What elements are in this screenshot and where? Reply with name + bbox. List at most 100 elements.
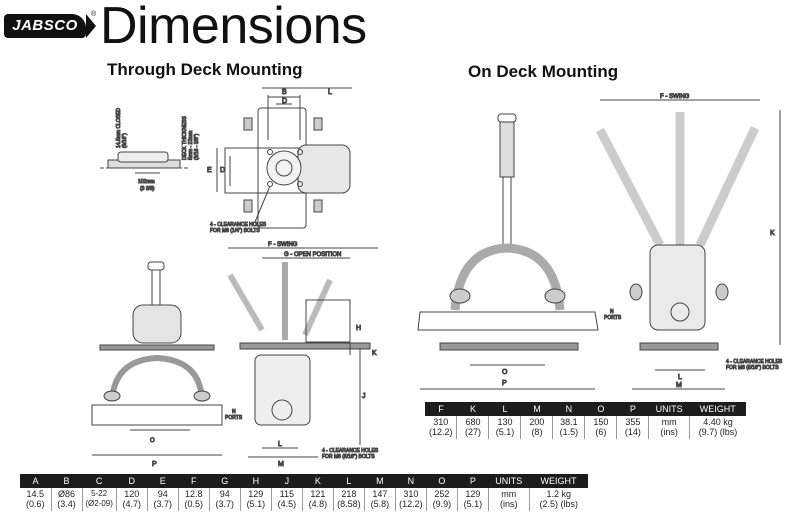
ports-front-label: PORTS — [225, 415, 243, 421]
trademark-mark: ® — [91, 11, 97, 18]
through-deck-value-cell: mm(ins) — [488, 488, 530, 511]
through-deck-header-cell: WEIGHT — [529, 474, 588, 488]
ports-right-label: PORTS — [604, 315, 622, 321]
through-deck-header-cell: E — [147, 474, 179, 488]
dim-m-mid-label: M — [278, 461, 284, 468]
dim-p-right-label: P — [502, 380, 507, 387]
through-deck-header-cell: N — [395, 474, 427, 488]
dim-o-front-label: O — [150, 438, 155, 444]
deck-side-view: 14.5mm CLOSED (9/16") DECK THICKNESS 5mm… — [100, 107, 201, 193]
deck-mm-label: 5mm - 22mm — [188, 131, 194, 160]
on-deck-header-cell: F — [425, 402, 457, 416]
top-plan-view: B D L E D 4 - CLEARANCE HOLES FOR M6 (1/… — [207, 87, 352, 235]
through-deck-header-cell: P — [457, 474, 489, 488]
page-title: Dimensions — [100, 0, 367, 55]
through-deck-value-cell: 252(9.9) — [426, 488, 458, 511]
on-deck-table-row: 310(12.2) 680(27) 130(5.1) 200(8) 38.1(1… — [425, 416, 746, 439]
dim-p-front-label: P — [152, 461, 157, 468]
on-deck-value-cell: 310(12.2) — [425, 416, 458, 439]
dim-d-top-label: D — [282, 98, 287, 105]
on-deck-header-cell: K — [456, 402, 489, 416]
through-deck-value-cell: 129(5.1) — [240, 488, 272, 511]
dim-d-side-label: D — [220, 167, 225, 174]
on-deck-value-cell: 680(27) — [456, 416, 490, 439]
through-deck-value-cell: 14.5(0.6) — [20, 488, 52, 511]
on-deck-header-cell: L — [488, 402, 521, 416]
through-deck-header-cell: H — [240, 474, 272, 488]
dim-o-right-label: O — [502, 369, 508, 376]
n-right-label: N — [610, 309, 614, 315]
through-deck-table-header: A B C D E F G H J K L M N O P UNITS WEIG… — [20, 474, 588, 488]
g-open-label: G - OPEN POSITION — [284, 252, 341, 258]
through-deck-value-cell: Ø86(3.4) — [51, 488, 83, 511]
dim-j-label: J — [362, 393, 366, 400]
width-in-label: (3 3/8) — [140, 186, 155, 192]
through-deck-value-cell: 218(8.58) — [333, 488, 365, 511]
dim-h-label: H — [356, 325, 361, 332]
dim-l-top-label: L — [328, 89, 332, 96]
through-deck-table-row: 14.5(0.6) Ø86(3.4) 5-22(Ø2-09) 120(4.7) … — [20, 488, 588, 511]
clearance-mid-line1: 4 - CLEARANCE HOLES — [322, 448, 379, 454]
through-deck-header-cell: D — [116, 474, 148, 488]
clearance-mid-line2: FOR M6 (5/16") BOLTS — [322, 454, 375, 460]
through-deck-value-cell: 121(4.8) — [302, 488, 334, 511]
closed-label: 14.5mm CLOSED — [116, 108, 122, 148]
on-deck-value-cell: mm(ins) — [648, 416, 690, 439]
on-deck-header-cell: WEIGHT — [689, 402, 746, 416]
through-deck-header-cell: M — [364, 474, 396, 488]
clearance-top-line2: FOR M6 (1/4") BOLTS — [210, 228, 260, 234]
dim-l-right-label: L — [678, 374, 682, 381]
through-deck-value-cell: 120(4.7) — [116, 488, 148, 511]
through-deck-value-cell: 129(5.1) — [457, 488, 489, 511]
through-deck-header-cell: G — [209, 474, 241, 488]
f-swing-right-label: F - SWING — [660, 94, 690, 100]
through-deck-value-cell: 5-22(Ø2-09) — [82, 488, 117, 511]
through-deck-spec-table: A B C D E F G H J K L M N O P UNITS WEIG… — [20, 474, 588, 511]
on-deck-header-cell: UNITS — [648, 402, 690, 416]
dim-k-right-label: K — [770, 230, 775, 237]
clearance-right-line2: FOR M6 (5/16") BOLTS — [726, 365, 779, 371]
through-deck-header-cell: J — [271, 474, 303, 488]
dim-e-label: E — [207, 167, 212, 174]
dim-l-mid-label: L — [278, 441, 282, 448]
on-deck-header-cell: O — [584, 402, 617, 416]
on-deck-side-view: F - SWING K L M 4 - CLEARANCE HOLES FOR … — [596, 94, 783, 390]
width-mm-label: 102mm — [138, 179, 155, 185]
deck-in-label: (3/16 - 3/8") — [194, 133, 200, 160]
on-deck-header-cell: M — [520, 402, 553, 416]
through-deck-value-cell: 94(3.7) — [209, 488, 241, 511]
dim-k-mid-label: K — [372, 350, 377, 357]
on-deck-value-cell: 150(6) — [584, 416, 618, 439]
section-title-through-deck: Through Deck Mounting — [107, 60, 303, 79]
through-deck-header-cell: UNITS — [488, 474, 530, 488]
through-deck-value-cell: 94(3.7) — [147, 488, 179, 511]
on-deck-value-cell: 130(5.1) — [488, 416, 522, 439]
through-deck-side-view: F - SWING G - OPEN POSITION H K J L M 4 … — [227, 242, 379, 469]
on-deck-value-cell: 355(14) — [616, 416, 650, 439]
on-deck-front-view: O P N PORTS — [417, 113, 622, 390]
through-deck-value-cell: 147(5.8) — [364, 488, 396, 511]
through-deck-header-cell: O — [426, 474, 458, 488]
section-title-on-deck: On Deck Mounting — [468, 62, 619, 81]
through-deck-value-cell: 12.8(0.5) — [178, 488, 210, 511]
dim-b-label: B — [282, 89, 287, 96]
n-front-label: N — [232, 409, 236, 415]
through-deck-header-cell: F — [178, 474, 210, 488]
on-deck-table-header: F K L M N O P UNITS WEIGHT — [425, 402, 746, 416]
on-deck-spec-table: F K L M N O P UNITS WEIGHT 310(12.2) 680… — [425, 402, 746, 439]
through-deck-value-cell: 115(4.5) — [271, 488, 303, 511]
closed-in-label: (9/16") — [122, 133, 128, 148]
through-deck-value-cell: 1.2 kg(2.5) (lbs) — [539, 489, 579, 509]
f-swing-mid-label: F - SWING — [268, 242, 298, 248]
through-deck-value-cell: 310(12.2) — [395, 488, 427, 511]
clearance-top-line1: 4 - CLEARANCE HOLES — [210, 222, 267, 228]
through-deck-header-cell: K — [302, 474, 334, 488]
on-deck-value-cell: 4.40 kg(9.7) (lbs) — [698, 417, 738, 437]
through-deck-front-view: O P N PORTS — [91, 261, 243, 469]
through-deck-header-cell: A — [20, 474, 52, 488]
brand-logo: JABSCO — [4, 14, 96, 38]
deck-thickness-label: DECK THICKNESS — [182, 116, 188, 160]
dim-m-right-label: M — [676, 382, 682, 389]
on-deck-value-cell: 38.1(1.5) — [552, 416, 586, 439]
